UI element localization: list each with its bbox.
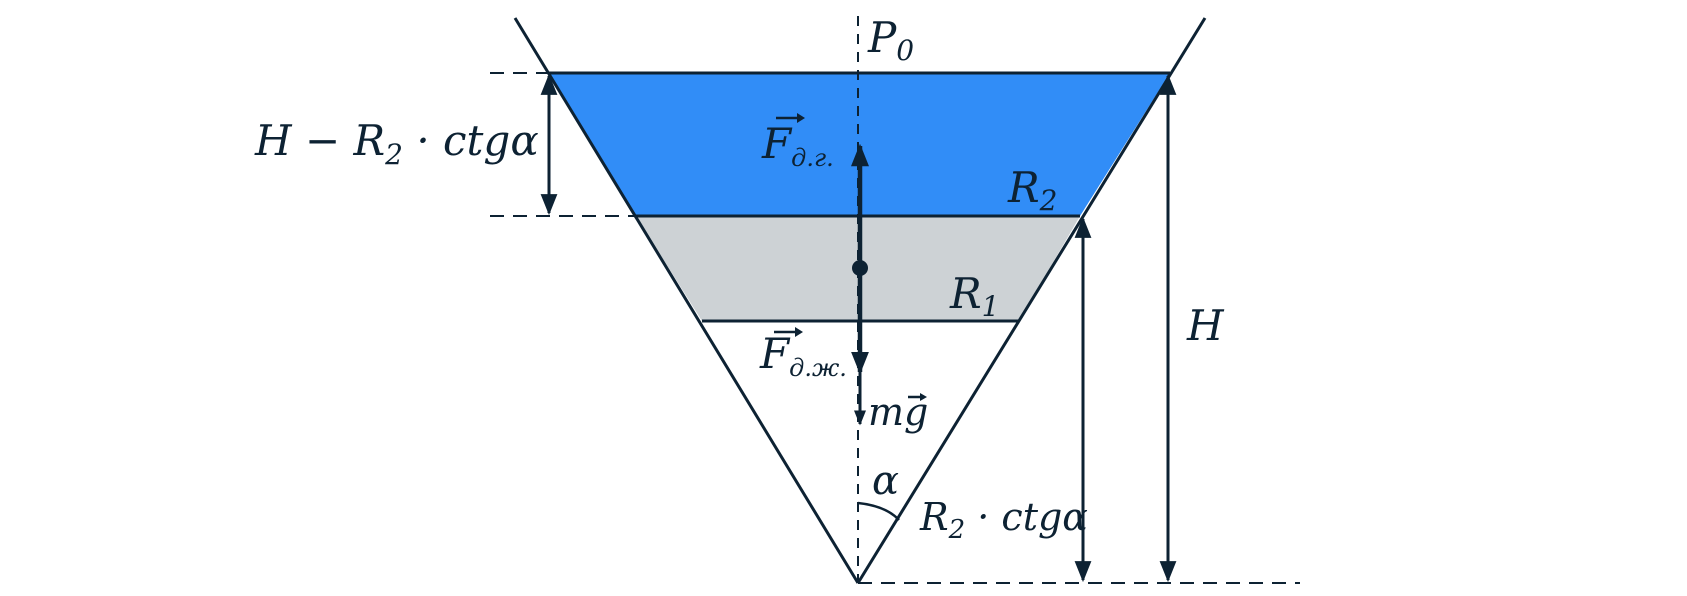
alpha-angle-arc	[857, 501, 900, 521]
g-vector-mark	[908, 393, 927, 401]
label-alpha: α	[872, 458, 899, 504]
label-f-gas: Fд.г.	[761, 119, 834, 172]
label-h: H	[1186, 301, 1225, 350]
label-h-minus-r2-ctg: H − R2 · ctgα	[254, 116, 539, 171]
label-p0: P0	[867, 13, 914, 67]
cone-right-wall	[856, 17, 1207, 584]
label-f-liquid: Fд.ж.	[759, 329, 847, 382]
label-mg: mg	[868, 390, 928, 434]
label-r2-ctg: R2 · ctgα	[919, 495, 1088, 545]
center-of-mass-dot	[852, 260, 868, 276]
f-liquid-vector-mark	[774, 327, 803, 337]
cone-left-wall	[513, 17, 860, 584]
label-r2: R2	[1007, 163, 1057, 217]
f-gas-vector-mark	[776, 113, 805, 123]
label-r1: R1	[949, 269, 999, 323]
